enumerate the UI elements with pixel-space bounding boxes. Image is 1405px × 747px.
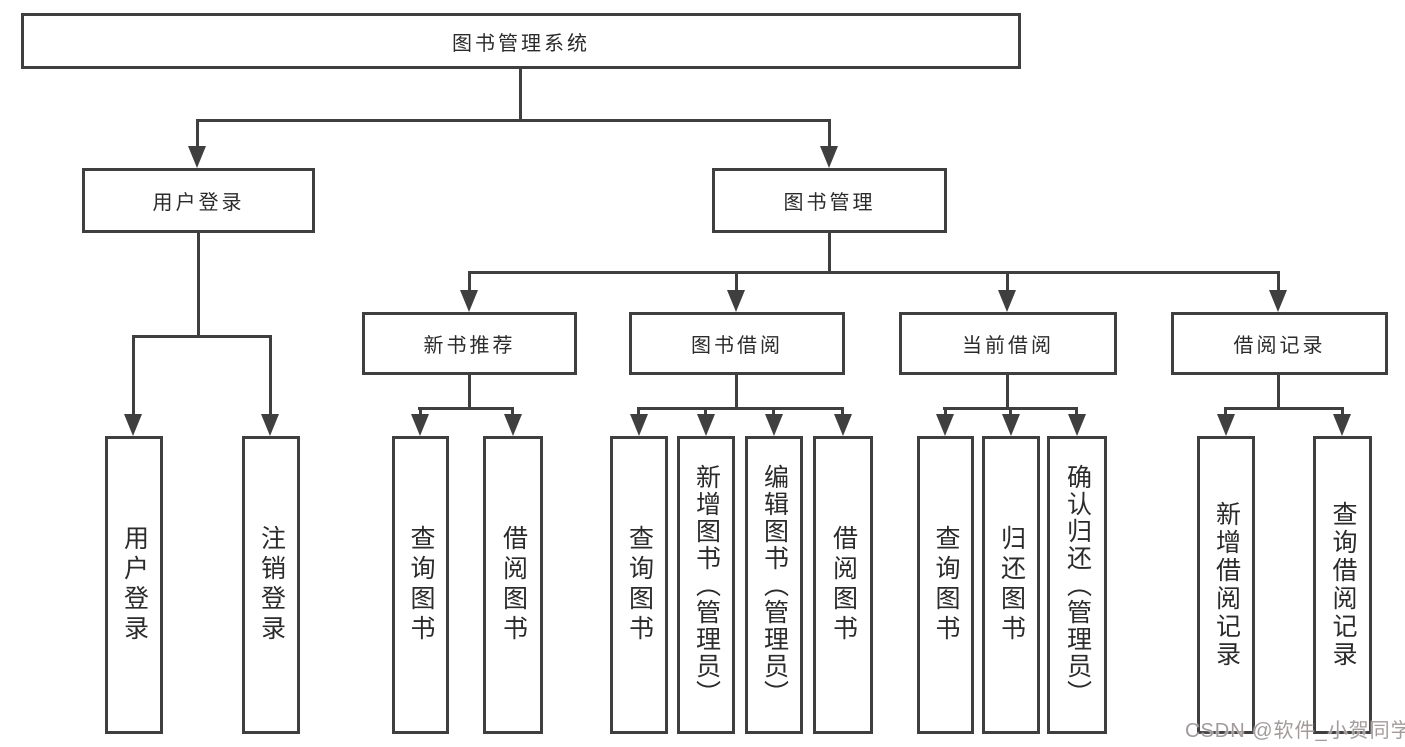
leaf-add-borrow-record: 新增借阅记录 bbox=[1197, 436, 1255, 734]
connector-line bbox=[132, 335, 135, 414]
arrowhead-icon bbox=[697, 414, 715, 436]
leaf-edit-book-admin: 编辑图书（管理员） bbox=[745, 436, 803, 734]
connector-line bbox=[419, 407, 422, 416]
node-label: 当前借阅 bbox=[962, 335, 1054, 357]
arrowhead-icon bbox=[504, 414, 522, 436]
connector-line bbox=[269, 335, 272, 414]
connector-line bbox=[468, 271, 471, 290]
connector-line bbox=[637, 407, 640, 416]
arrowhead-icon bbox=[188, 146, 206, 168]
leaf-add-book-admin: 新增图书（管理员） bbox=[677, 436, 735, 734]
connector-line bbox=[197, 233, 200, 335]
connector-line bbox=[519, 68, 522, 119]
connector-line bbox=[196, 119, 831, 122]
connector-line bbox=[637, 407, 844, 410]
connector-line bbox=[1006, 375, 1009, 407]
node-label: 借阅记录 bbox=[1233, 335, 1326, 357]
leaf-label: 查询借阅记录 bbox=[1329, 501, 1357, 669]
connector-line bbox=[1075, 407, 1078, 416]
connector-line bbox=[828, 233, 831, 271]
leaf-label: 新增借阅记录 bbox=[1212, 501, 1241, 669]
connector-line bbox=[1224, 407, 1227, 416]
connector-line bbox=[772, 407, 775, 416]
arrowhead-icon bbox=[765, 414, 783, 436]
arrowhead-icon bbox=[124, 414, 142, 436]
arrowhead-icon bbox=[261, 414, 279, 436]
csdn-watermark: CSDN @软件_小贺同学 bbox=[1185, 720, 1405, 742]
arrowhead-icon bbox=[1333, 414, 1351, 436]
arrowhead-icon bbox=[936, 414, 954, 436]
leaf-label: 查询图书 bbox=[407, 525, 435, 645]
node-library-system: 图书管理系统 bbox=[21, 13, 1021, 69]
node-current-borrow: 当前借阅 bbox=[899, 312, 1117, 375]
leaf-label: 借阅图书 bbox=[829, 525, 858, 645]
leaf-label: 查询图书 bbox=[625, 525, 654, 645]
connector-line bbox=[828, 119, 831, 146]
connector-line bbox=[468, 375, 471, 407]
node-label: 用户登录 bbox=[152, 192, 245, 214]
arrowhead-icon bbox=[1217, 414, 1235, 436]
leaf-label: 用户登录 bbox=[120, 525, 149, 645]
leaf-label: 借阅图书 bbox=[499, 525, 528, 645]
node-user-login: 用户登录 bbox=[82, 168, 315, 233]
connector-line bbox=[704, 407, 707, 416]
connector-line bbox=[511, 407, 514, 416]
connector-line bbox=[132, 335, 272, 338]
arrowhead-icon bbox=[630, 414, 648, 436]
leaf-return-book: 归还图书 bbox=[982, 436, 1040, 734]
arrowhead-icon bbox=[1002, 414, 1020, 436]
connector-line bbox=[944, 407, 947, 416]
leaf-query-books-recommend: 查询图书 bbox=[392, 436, 449, 734]
node-label: 新书推荐 bbox=[423, 335, 516, 357]
leaf-user-login: 用户登录 bbox=[105, 436, 163, 734]
connector-line bbox=[735, 271, 738, 290]
node-book-management: 图书管理 bbox=[712, 168, 947, 233]
arrowhead-icon bbox=[411, 414, 429, 436]
arrowhead-icon bbox=[1068, 414, 1086, 436]
leaf-confirm-return-admin: 确认归还（管理员） bbox=[1047, 436, 1107, 734]
connector-line bbox=[735, 375, 738, 407]
connector-line bbox=[1341, 407, 1344, 416]
connector-line bbox=[418, 407, 514, 410]
leaf-label: 编辑图书（管理员） bbox=[760, 463, 789, 707]
connector-line bbox=[1009, 407, 1012, 416]
node-new-book-recommend: 新书推荐 bbox=[362, 312, 577, 375]
connector-line bbox=[1006, 271, 1009, 290]
leaf-label: 归还图书 bbox=[997, 525, 1026, 645]
arrowhead-icon bbox=[998, 290, 1016, 312]
leaf-query-books-borrow: 查询图书 bbox=[610, 436, 668, 734]
arrowhead-icon bbox=[727, 290, 745, 312]
connector-line bbox=[1277, 375, 1280, 407]
arrowhead-icon bbox=[460, 290, 478, 312]
arrowhead-icon bbox=[820, 146, 838, 168]
leaf-label: 注销登录 bbox=[257, 525, 286, 645]
leaf-label: 确认归还（管理员） bbox=[1063, 463, 1092, 707]
leaf-label: 查询图书 bbox=[932, 525, 960, 645]
connector-line bbox=[468, 271, 1280, 274]
leaf-borrow-books-borrow: 借阅图书 bbox=[813, 436, 873, 734]
leaf-borrow-books-recommend: 借阅图书 bbox=[483, 436, 543, 734]
connector-line bbox=[1277, 271, 1280, 290]
leaf-query-books-current: 查询图书 bbox=[917, 436, 974, 734]
node-label: 图书借阅 bbox=[691, 335, 783, 357]
connector-line bbox=[196, 119, 199, 146]
arrowhead-icon bbox=[834, 414, 852, 436]
node-borrow-records: 借阅记录 bbox=[1171, 312, 1388, 375]
connector-line bbox=[1224, 407, 1343, 410]
leaf-label: 新增图书（管理员） bbox=[692, 463, 721, 707]
connector-line bbox=[841, 407, 844, 416]
node-book-borrow: 图书借阅 bbox=[629, 312, 845, 375]
node-label: 图书管理 bbox=[783, 192, 876, 214]
arrowhead-icon bbox=[1269, 290, 1287, 312]
leaf-logout: 注销登录 bbox=[242, 436, 300, 734]
node-label: 图书管理系统 bbox=[452, 32, 590, 55]
leaf-query-borrow-record: 查询借阅记录 bbox=[1313, 436, 1372, 734]
